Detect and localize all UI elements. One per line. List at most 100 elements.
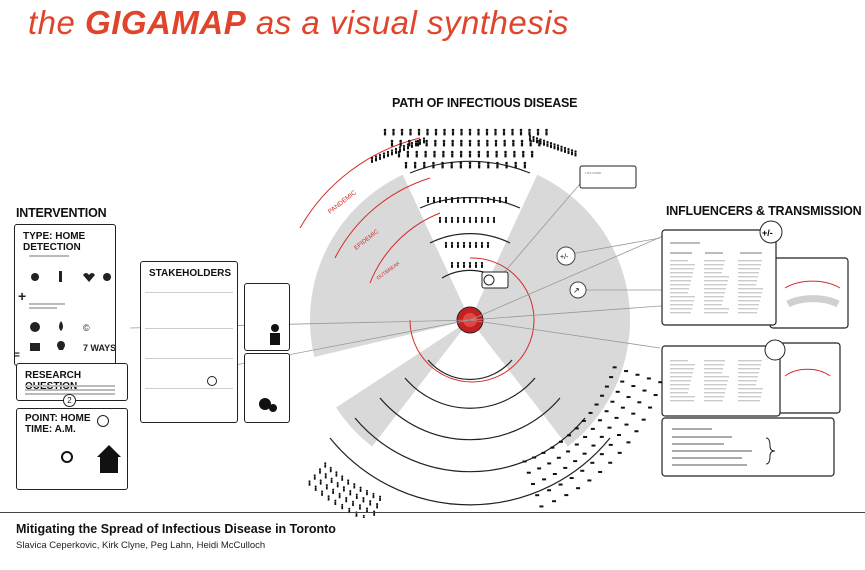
number-badge: 2 bbox=[63, 394, 76, 407]
left-wedge bbox=[310, 320, 470, 418]
text-line bbox=[704, 372, 722, 374]
text-line bbox=[704, 272, 722, 274]
text-line bbox=[670, 364, 695, 366]
pandemic-arc bbox=[299, 137, 421, 229]
text-line bbox=[670, 400, 694, 402]
influencers-box bbox=[661, 229, 777, 326]
text-line bbox=[670, 300, 694, 302]
text-line bbox=[670, 288, 689, 290]
text-line bbox=[738, 260, 762, 262]
text-line bbox=[704, 300, 723, 302]
home-detection-icons: + © 7 WAYS bbox=[18, 255, 115, 353]
text-line bbox=[670, 284, 690, 286]
text-line bbox=[738, 280, 757, 282]
stakeholders-divider bbox=[145, 358, 233, 359]
text-line bbox=[670, 312, 691, 314]
info-icon bbox=[207, 376, 217, 386]
bottom-arc-1 bbox=[329, 437, 611, 506]
text-line bbox=[738, 384, 756, 386]
text-line bbox=[704, 368, 723, 370]
bottom-arc-2 bbox=[354, 417, 586, 473]
transmission-badge bbox=[569, 281, 587, 299]
text-line bbox=[670, 242, 700, 244]
info-icon bbox=[483, 274, 495, 286]
stakeholders-box: STAKEHOLDERS bbox=[140, 261, 238, 423]
text-line bbox=[738, 400, 760, 402]
seven-ways-icon: 7 WAYS bbox=[83, 343, 115, 353]
text-line bbox=[704, 360, 725, 362]
text-line bbox=[670, 368, 694, 370]
text-line bbox=[670, 360, 688, 362]
text-line bbox=[670, 396, 695, 398]
footer-rule bbox=[0, 512, 865, 513]
text-line bbox=[740, 252, 762, 254]
transmission-arc bbox=[784, 280, 841, 289]
research-question-text-lines bbox=[25, 385, 115, 387]
transmission-arrow-icon: ↗ bbox=[573, 286, 580, 295]
text-line bbox=[670, 280, 691, 282]
heart-icon bbox=[83, 273, 95, 282]
calendar-icon bbox=[30, 343, 40, 351]
text-line bbox=[738, 376, 758, 378]
scale-legend-pill bbox=[579, 165, 637, 189]
point-title-line1: POINT: HOME bbox=[25, 413, 91, 424]
home-detection-title: TYPE: HOME DETECTION bbox=[23, 231, 86, 253]
text-line bbox=[738, 272, 759, 274]
text-line bbox=[704, 392, 725, 394]
bottom-arc-5 bbox=[427, 359, 513, 381]
plus-icon: + bbox=[18, 288, 26, 304]
stakeholders-divider bbox=[145, 388, 233, 389]
text-line bbox=[670, 260, 688, 262]
text-line bbox=[704, 388, 726, 390]
text-line bbox=[705, 252, 723, 254]
plus-minus-badge bbox=[556, 246, 576, 266]
swab-icon bbox=[103, 273, 111, 281]
transmission-arc-gray bbox=[786, 295, 840, 308]
text-line bbox=[670, 272, 693, 274]
text-line bbox=[670, 276, 692, 278]
text-line bbox=[738, 288, 763, 290]
text-line bbox=[704, 304, 722, 306]
donut-chart-icon bbox=[61, 451, 73, 463]
text-line bbox=[670, 268, 694, 270]
notes-line bbox=[672, 457, 742, 459]
person-icon bbox=[271, 324, 279, 332]
text-line bbox=[704, 264, 724, 266]
text-line bbox=[670, 252, 692, 254]
text-line bbox=[29, 303, 65, 305]
gigamap-poster: PANDEMIC EPIDEMIC OUTBREAK +/- ↗ bbox=[0, 58, 865, 570]
text-line bbox=[704, 364, 724, 366]
text-line bbox=[738, 308, 758, 310]
point-time-box: POINT: HOME TIME: A.M. bbox=[16, 408, 128, 490]
notes-line bbox=[672, 436, 732, 438]
stakeholders-divider bbox=[145, 328, 233, 329]
text-line bbox=[738, 300, 760, 302]
text-line bbox=[738, 388, 763, 390]
top-arc-3 bbox=[429, 233, 511, 244]
footer-authors: Slavica Ceperkovic, Kirk Clyne, Peg Lahn… bbox=[16, 540, 266, 551]
thermometer-icon bbox=[59, 271, 62, 282]
transmission-arc-2 bbox=[784, 368, 831, 377]
epidemic-arc bbox=[334, 177, 431, 259]
drop-icon bbox=[59, 321, 63, 331]
top-arc-1 bbox=[409, 160, 531, 174]
copyright-icon: © bbox=[83, 323, 90, 333]
point-title-line2: TIME: A.M. bbox=[25, 424, 76, 435]
animal-icon bbox=[764, 339, 786, 361]
red-inner-arc bbox=[409, 257, 535, 383]
text-line bbox=[704, 384, 727, 386]
text-line bbox=[704, 376, 729, 378]
text-line bbox=[738, 292, 762, 294]
stakeholders-title: STAKEHOLDERS bbox=[149, 268, 232, 279]
transmission-graphic-box bbox=[769, 257, 849, 329]
bacteria-box bbox=[244, 353, 290, 423]
divider-equal-icon: = bbox=[14, 350, 20, 361]
text-line bbox=[670, 376, 692, 378]
text-line bbox=[738, 360, 762, 362]
scale-legend-text: • •••• •••••••• bbox=[585, 171, 601, 175]
text-line bbox=[29, 255, 69, 257]
notes-line bbox=[672, 464, 747, 466]
text-line bbox=[738, 364, 761, 366]
text-line bbox=[704, 268, 723, 270]
path-header: PATH OF INFECTIOUS DISEASE bbox=[392, 96, 578, 110]
